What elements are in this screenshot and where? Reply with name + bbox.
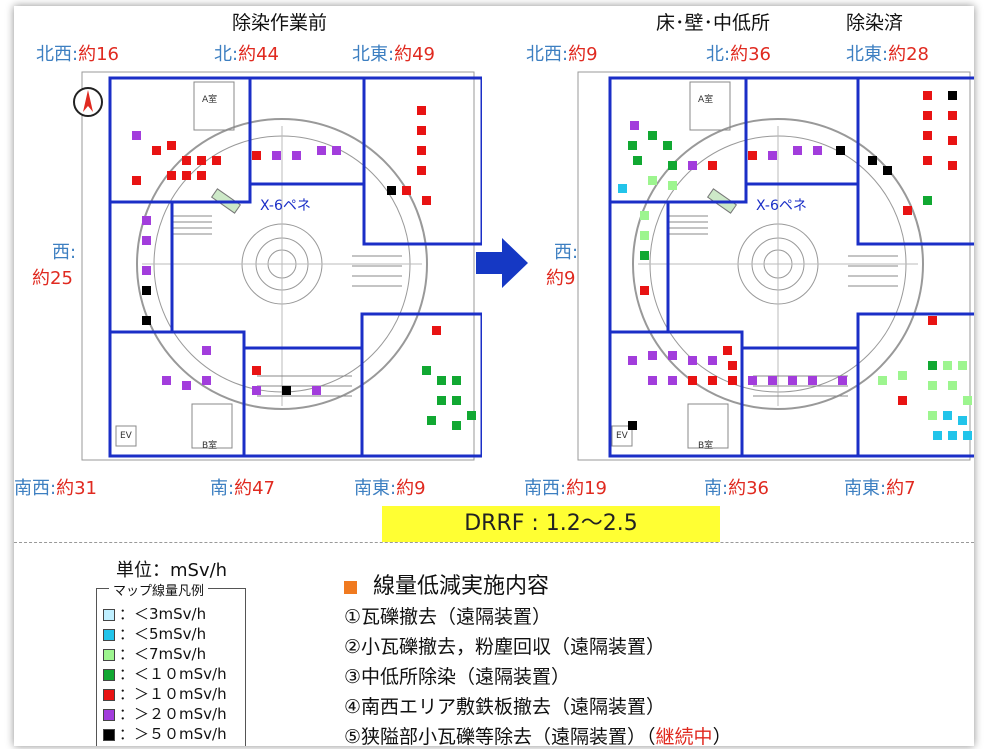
ev-label: EV xyxy=(120,431,133,441)
room-b-label: B室 xyxy=(202,439,217,451)
after-ne-label: 北東:約28 xyxy=(846,44,929,65)
room-b-box xyxy=(191,403,233,449)
measure-item: ⑤狭隘部小瓦礫等除去（遠隔装置）（継続中） xyxy=(344,726,732,746)
after-se-label: 南東:約7 xyxy=(844,478,916,499)
legend-item: ：＜3mSv/h xyxy=(103,603,206,624)
penetration-label: X-6ペネ xyxy=(260,198,311,214)
legend-item: ：＞１０mSv/h xyxy=(103,683,227,704)
room-b-label-after: B室 xyxy=(698,439,713,451)
before-w-label-val: 約25 xyxy=(32,268,73,289)
measures-title: 線量低減実施内容 xyxy=(344,568,549,600)
floor-plan-base xyxy=(81,71,475,461)
ev-box xyxy=(115,425,137,447)
after-n-label: 北:約36 xyxy=(706,44,771,65)
area-boxes xyxy=(108,76,482,458)
before-floor-map: A室 B室 EV X-6ペネ xyxy=(73,71,482,461)
legend-swatch xyxy=(103,608,115,621)
legend-swatch xyxy=(103,708,115,721)
orange-square-icon xyxy=(344,580,357,594)
room-a-label-after: A室 xyxy=(698,93,713,105)
before-se-label: 南東:約9 xyxy=(354,478,426,499)
measure-item: ④南西エリア敷鉄板撤去（遠隔装置） xyxy=(344,696,666,718)
legend-swatch xyxy=(103,648,115,661)
dose-legend: マップ線量凡例 ：＜3mSv/h ：＜5mSv/h ：＜7mSv/h ：＜１０m… xyxy=(96,580,246,746)
after-w-label-dir: 西: xyxy=(554,242,579,263)
after-floor-map: A室 B室 EV X-6ペネ xyxy=(577,71,974,461)
measure-item: ①瓦礫撤去（遠隔装置） xyxy=(344,606,552,628)
after-nw-label: 北西:約9 xyxy=(526,44,598,65)
before-nw-label: 北西:約16 xyxy=(36,44,119,65)
before-s-label: 南:約47 xyxy=(210,478,275,499)
penetration-label-after: X-6ペネ xyxy=(756,198,807,214)
ev-label-after: EV xyxy=(616,431,629,441)
drrf-banner: DRRF : 1.2～2.5 xyxy=(382,506,720,542)
legend-swatch xyxy=(103,628,115,641)
after-dose-points xyxy=(618,91,972,440)
legend-swatch xyxy=(103,668,115,681)
before-dose-points xyxy=(132,106,476,430)
before-n-label: 北:約44 xyxy=(214,44,279,65)
room-a-box-after xyxy=(689,81,731,131)
after-sw-label: 南西:約19 xyxy=(524,478,607,499)
before-ne-label: 北東:約49 xyxy=(352,44,435,65)
after-s-label: 南:約36 xyxy=(704,478,769,499)
room-b-box-after xyxy=(687,403,729,449)
legend-swatch xyxy=(103,688,115,701)
legend-title: マップ線量凡例 xyxy=(109,580,209,599)
floor-plan-base-after xyxy=(577,71,971,461)
room-a-label: A室 xyxy=(202,93,217,105)
room-a-box xyxy=(193,81,235,131)
legend-item: ：＜１０mSv/h xyxy=(103,663,227,684)
compass-icon xyxy=(73,87,103,117)
section-divider xyxy=(14,542,974,543)
slide: 除染作業前 床･壁･中低所 除染済 北西:約16 北:約44 北東:約49 西:… xyxy=(14,6,974,746)
after-header-a: 床･壁･中低所 xyxy=(656,12,771,34)
area-boxes-after xyxy=(608,76,974,458)
arrow-right-icon xyxy=(476,238,528,288)
stair-lines xyxy=(172,215,402,397)
measure-item: ③中低所除染（遠隔装置） xyxy=(344,666,571,688)
unit-label: 単位：mSv/h xyxy=(116,560,228,581)
before-sw-label: 南西:約31 xyxy=(14,478,97,499)
legend-item: ：＜5mSv/h xyxy=(103,623,206,644)
legend-item: ：＜7mSv/h xyxy=(103,643,206,664)
before-header: 除染作業前 xyxy=(232,12,328,34)
legend-item: ：＞２０mSv/h xyxy=(103,703,227,724)
after-w-label-val: 約9 xyxy=(546,268,576,289)
after-header-b: 除染済 xyxy=(846,12,904,34)
legend-item: ：＞５０mSv/h xyxy=(103,723,227,744)
ev-box-after xyxy=(611,425,633,447)
before-w-label-dir: 西: xyxy=(52,242,77,263)
measure-item: ②小瓦礫撤去，粉塵回収（遠隔装置） xyxy=(344,636,666,658)
ongoing-note: 継続中 xyxy=(655,726,713,746)
legend-swatch xyxy=(103,728,115,741)
